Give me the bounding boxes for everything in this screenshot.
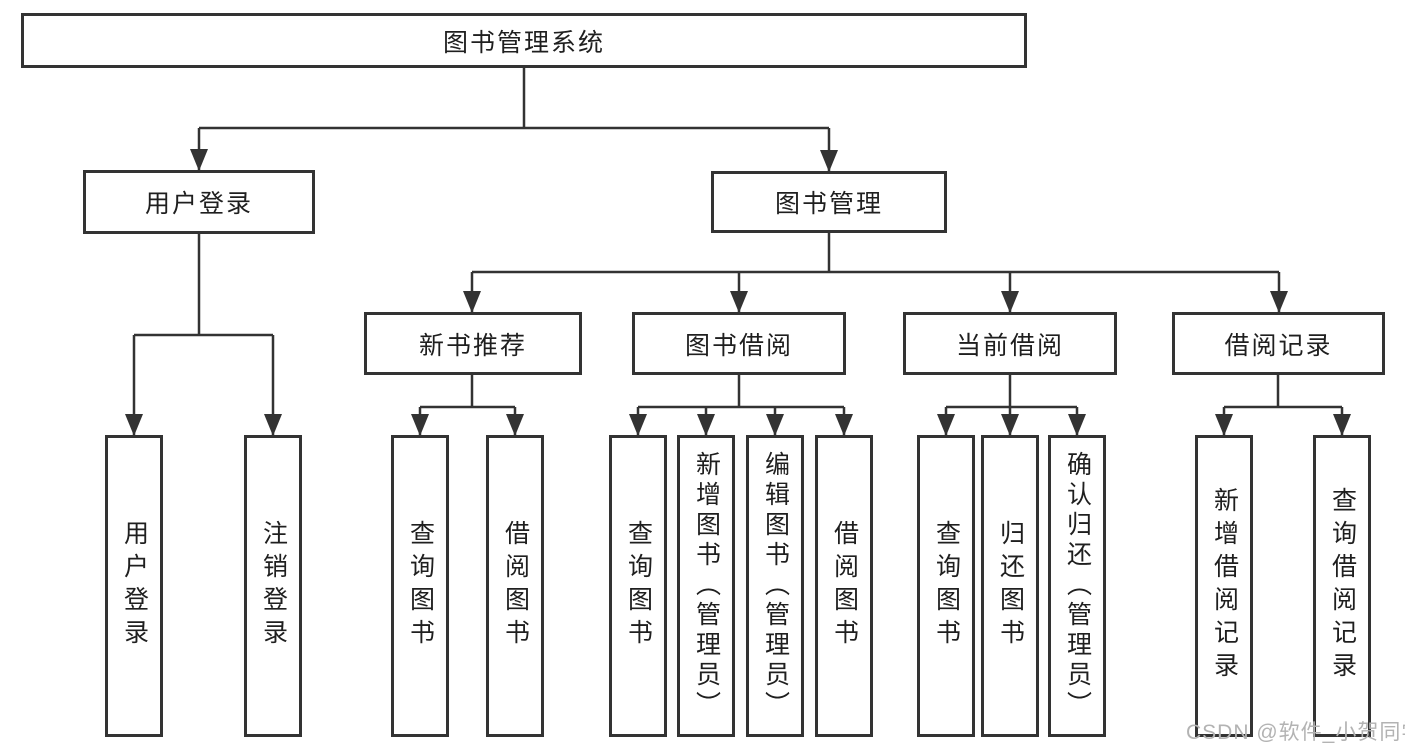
- node-cur-confirm-return-label: 确认归还（管理员）: [1063, 451, 1092, 721]
- node-login-label: 用户登录: [120, 520, 149, 652]
- node-book-mgmt: 图书管理: [711, 171, 947, 233]
- node-bor-borrow-book-label: 借阅图书: [830, 520, 859, 652]
- node-book-mgmt-label: 图书管理: [774, 190, 883, 218]
- node-logout-label: 注销登录: [259, 520, 288, 652]
- node-rcd-add-record-label: 新增借阅记录: [1210, 487, 1239, 685]
- node-cur-query-book-label: 查询图书: [932, 520, 961, 652]
- node-login: 用户登录: [105, 435, 163, 737]
- node-cur-confirm-return: 确认归还（管理员）: [1048, 435, 1106, 737]
- node-cur-return-book-label: 归还图书: [996, 520, 1025, 652]
- node-current-borrow: 当前借阅: [903, 312, 1117, 375]
- node-book-borrow: 图书借阅: [632, 312, 846, 375]
- connector-bookborrow-trunk: [638, 375, 844, 409]
- node-root-library-system: 图书管理系统: [21, 13, 1027, 68]
- node-rec-query-book: 查询图书: [391, 435, 449, 737]
- node-rec-borrow-book-label: 借阅图书: [501, 520, 530, 652]
- node-current-borrow-label: 当前借阅: [955, 331, 1064, 360]
- node-rcd-query-record-label: 查询借阅记录: [1328, 487, 1357, 685]
- connector-newbookrec-trunk: [420, 375, 515, 409]
- node-bor-add-book: 新增图书（管理员）: [677, 435, 735, 737]
- node-bor-borrow-book: 借阅图书: [815, 435, 873, 737]
- connector-userlogin-trunk: [134, 234, 273, 337]
- node-rcd-query-record: 查询借阅记录: [1313, 435, 1371, 737]
- connector-borrowrecords-trunk: [1224, 375, 1342, 409]
- node-rec-query-book-label: 查询图书: [406, 520, 435, 652]
- connector-bookmgmt-trunk: [472, 233, 1279, 274]
- node-user-login-label: 用户登录: [144, 190, 253, 218]
- node-bor-query-book: 查询图书: [609, 435, 667, 737]
- node-new-book-rec-label: 新书推荐: [418, 331, 527, 360]
- node-borrow-records: 借阅记录: [1172, 312, 1385, 375]
- node-borrow-records-label: 借阅记录: [1224, 331, 1333, 360]
- node-logout: 注销登录: [244, 435, 302, 737]
- connector-root-trunk: [199, 68, 829, 130]
- node-bor-add-book-label: 新增图书（管理员）: [692, 451, 721, 721]
- node-bor-query-book-label: 查询图书: [624, 520, 653, 652]
- node-bor-edit-book: 编辑图书（管理员）: [746, 435, 804, 737]
- node-cur-query-book: 查询图书: [917, 435, 975, 737]
- node-new-book-rec: 新书推荐: [364, 312, 582, 375]
- connector-currentborrow-trunk: [946, 375, 1077, 409]
- node-book-borrow-label: 图书借阅: [684, 331, 793, 360]
- csdn-watermark: CSDN @软件_小贺同学: [1186, 721, 1405, 744]
- node-rcd-add-record: 新增借阅记录: [1195, 435, 1253, 737]
- node-root-label: 图书管理系统: [442, 28, 605, 57]
- node-cur-return-book: 归还图书: [981, 435, 1039, 737]
- node-bor-edit-book-label: 编辑图书（管理员）: [761, 451, 790, 721]
- node-rec-borrow-book: 借阅图书: [486, 435, 544, 737]
- node-user-login: 用户登录: [83, 170, 315, 234]
